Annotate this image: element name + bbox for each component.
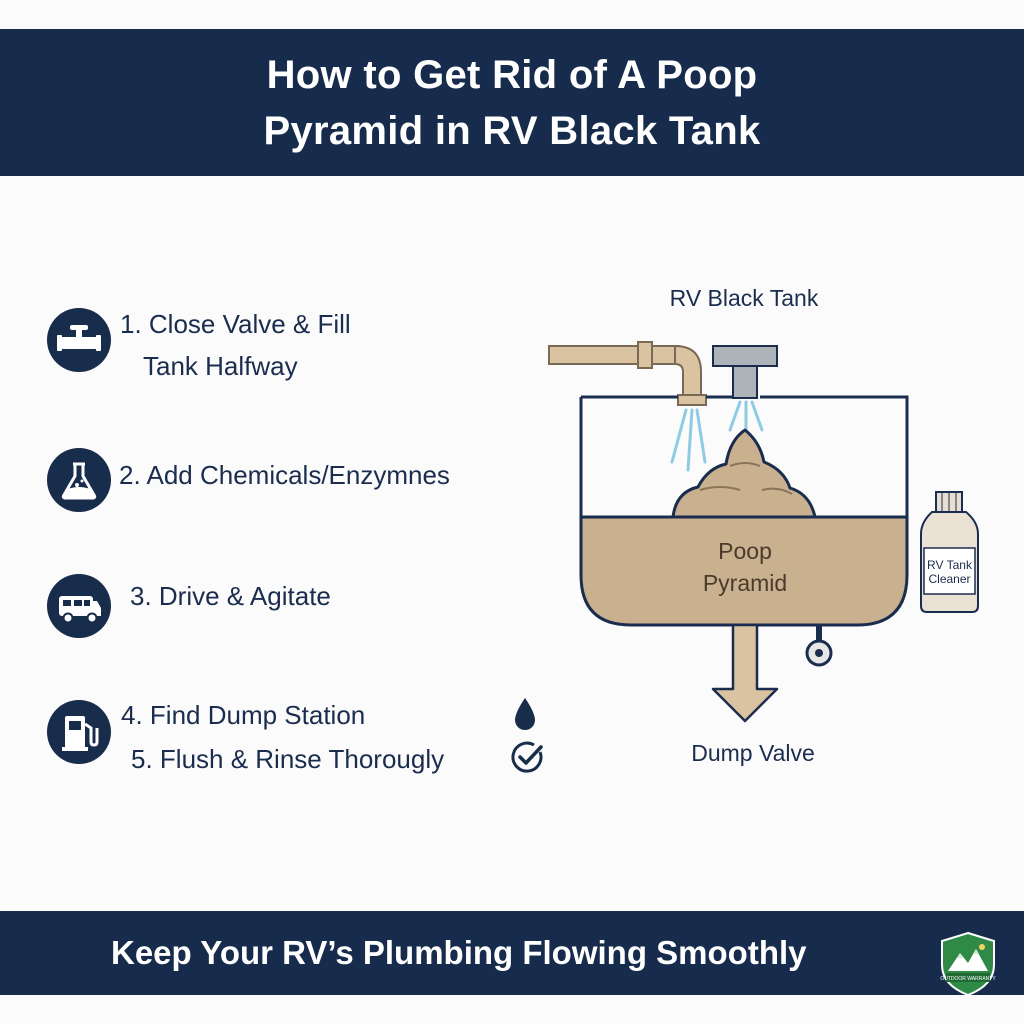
drain-arrow: [711, 623, 779, 723]
footer-tagline: Keep Your RV’s Plumbing Flowing Smoothly: [111, 934, 807, 971]
waste-fill: [581, 517, 907, 625]
cleaner-label-line-2: Cleaner: [928, 572, 971, 586]
valve-handle: [805, 625, 833, 667]
pyramid-label-line-1: Poop: [718, 538, 772, 564]
step-3-line-1: 3. Drive & Agitate: [130, 581, 331, 611]
footer-banner: Keep Your RV’s Plumbing Flowing Smoothly…: [0, 911, 1024, 997]
tank-label: RV Black Tank: [669, 285, 819, 311]
inlet-pipe: [548, 341, 707, 406]
fuel-pump-icon: [47, 700, 111, 764]
valve-label: Dump Valve: [691, 740, 815, 766]
water-drop-icon: [515, 698, 535, 730]
tank-outline: [579, 395, 909, 627]
water-spray: [670, 400, 764, 472]
waste-mound: [671, 428, 817, 519]
step-1-line-2: Tank Halfway: [143, 351, 298, 381]
step-5-line-1: 5. Flush & Rinse Thorougly: [131, 744, 445, 774]
pyramid-label-line-2: Pyramid: [702, 570, 788, 596]
faucet-icon: [47, 308, 111, 372]
title-line-1: How to Get Rid of A Poop: [266, 52, 758, 97]
flask-icon: [47, 448, 111, 512]
rv-icon: [47, 574, 111, 638]
badge-text: OUTDOOR WARRANTY: [940, 976, 996, 982]
step-1-line-1: 1. Close Valve & Fill: [120, 309, 351, 339]
step-2-line-1: 2. Add Chemicals/Enzymnes: [119, 460, 450, 490]
mountain-shield-icon: OUTDOOR WARRANTY: [940, 931, 996, 997]
cleaner-bottle: [920, 491, 979, 613]
vent-fitting: [712, 345, 778, 399]
cleaner-label-line-1: RV Tank: [927, 558, 972, 572]
step-4-line-1: 4. Find Dump Station: [121, 700, 366, 730]
check-circle-icon: [511, 741, 543, 773]
title-line-2: Pyramid in RV Black Tank: [263, 108, 761, 153]
title-banner: How to Get Rid of A Poop Pyramid in RV B…: [0, 29, 1024, 176]
